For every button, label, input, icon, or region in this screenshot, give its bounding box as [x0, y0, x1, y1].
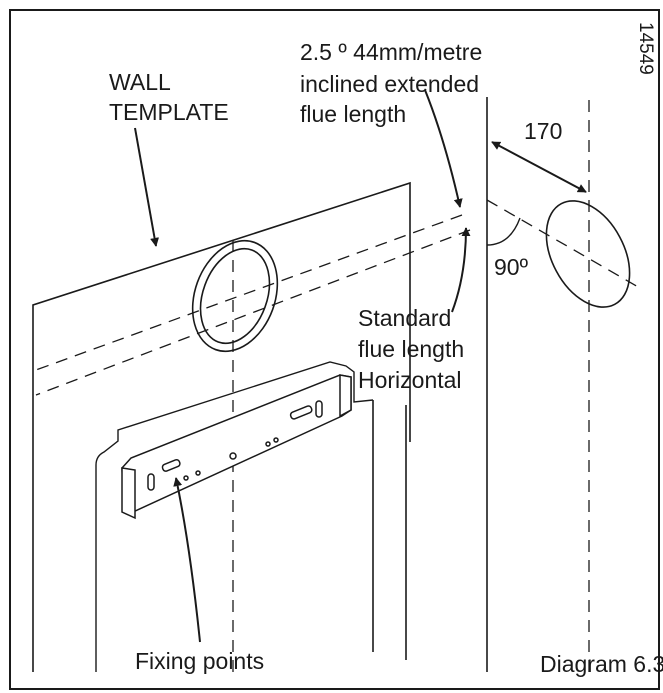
pointer-arrows: [134, 89, 471, 643]
diagram-caption: Diagram 6.3: [540, 651, 663, 677]
diagram-frame: [9, 9, 660, 690]
wall-template-label: WALL: [109, 69, 171, 95]
wall-template-label: TEMPLATE: [109, 99, 229, 125]
inclined-flue-arrow: [424, 89, 463, 208]
flue-ring: [191, 239, 279, 353]
fixing-points-arrow: [173, 477, 201, 643]
standard-flue-label: Standard: [358, 305, 451, 331]
right-angle-arc: [486, 217, 521, 246]
inclined-flue-label: inclined extended: [300, 71, 479, 97]
dimension-label: 170: [524, 118, 562, 144]
dimension-arrow: [491, 141, 587, 193]
figure-id: 14549: [635, 22, 656, 75]
centre-lines: [35, 100, 641, 672]
flue-outlet-ellipse: [545, 200, 631, 308]
standard-flue-label: Horizontal: [358, 367, 462, 393]
mounting-bracket: [121, 374, 352, 520]
angle-label: 90º: [494, 254, 529, 280]
boiler-panel-outline: [95, 361, 374, 672]
inclined-flue-label: 2.5 º 44mm/metre: [300, 39, 482, 65]
wall-template-sheet: [32, 181, 411, 672]
inclined-flue-label: flue length: [300, 101, 406, 127]
standard-flue-arrow: [451, 227, 471, 313]
fixing-points-label: Fixing points: [135, 648, 264, 674]
wall-template-arrow: [134, 127, 160, 247]
standard-flue-label: flue length: [358, 336, 464, 362]
